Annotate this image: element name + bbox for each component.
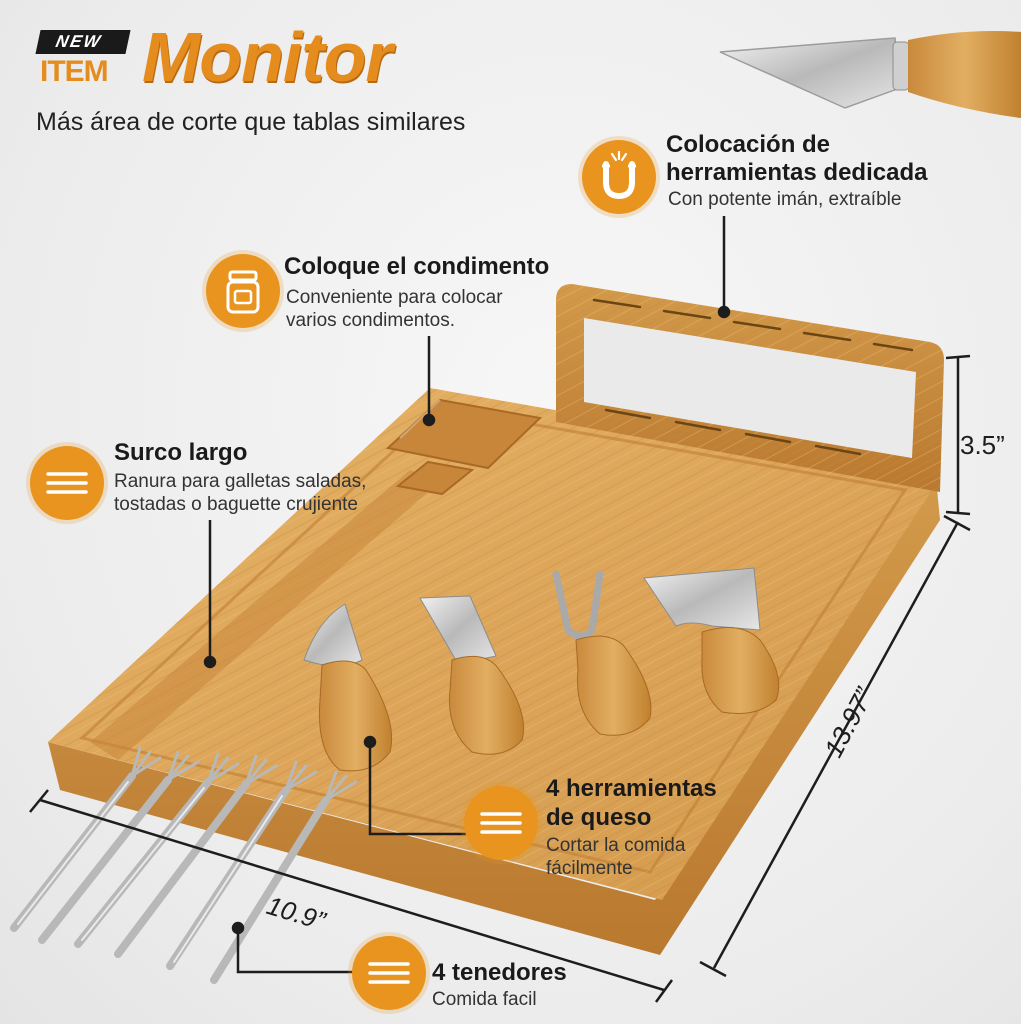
decorative-knife (719, 31, 1021, 118)
condiment-desc-line2: varios condimentos. (286, 310, 455, 331)
forks (10, 746, 358, 984)
magnet-icon (582, 140, 656, 214)
tools-holder-desc: Con potente imán, extraíble (668, 189, 902, 210)
dimension-height: 3.5” (960, 430, 1005, 460)
groove-desc-line2: tostadas o baguette crujiente (114, 494, 359, 515)
cheese-tool-flat-knife (419, 595, 525, 755)
badge-new-label: NEW (35, 30, 131, 54)
condiment-desc-line1: Conveniente para colocar (286, 287, 503, 308)
cheese-tool-fork (552, 570, 652, 736)
cheese-tools-desc-line1: Cortar la comida (546, 835, 686, 856)
lines-icon (352, 936, 426, 1010)
knife-holder (556, 284, 944, 492)
lines-icon (30, 446, 104, 520)
forks-desc: Comida facil (432, 989, 537, 1010)
cheese-tools-title-line2: de queso (546, 804, 652, 831)
tools-holder-title-line2: herramientas dedicada (666, 159, 928, 186)
jar-icon (206, 254, 280, 328)
groove-desc-line1: Ranura para galletas saladas, (114, 471, 367, 492)
new-item-badge: NEW ITEM (35, 30, 131, 88)
tools-holder-title-line1: Colocación de (666, 131, 831, 158)
leader-lines (203, 216, 731, 974)
page-title: Monitor (142, 18, 393, 96)
cheese-tool-wide-knife (643, 567, 780, 714)
dimension-lines (29, 354, 971, 1003)
cheese-tools-title-line1: 4 herramientas (546, 775, 717, 802)
page-subtitle: Más área de corte que tablas similares (36, 108, 466, 136)
lines-icon (464, 786, 538, 860)
badge-item-label: ITEM (40, 55, 109, 88)
forks-title: 4 tenedores (432, 959, 567, 986)
cutting-board (48, 388, 940, 955)
condiment-title: Coloque el condimento (284, 253, 550, 280)
groove-title: Surco largo (114, 439, 248, 466)
cheese-tools-desc-line2: fácilmente (546, 858, 633, 879)
